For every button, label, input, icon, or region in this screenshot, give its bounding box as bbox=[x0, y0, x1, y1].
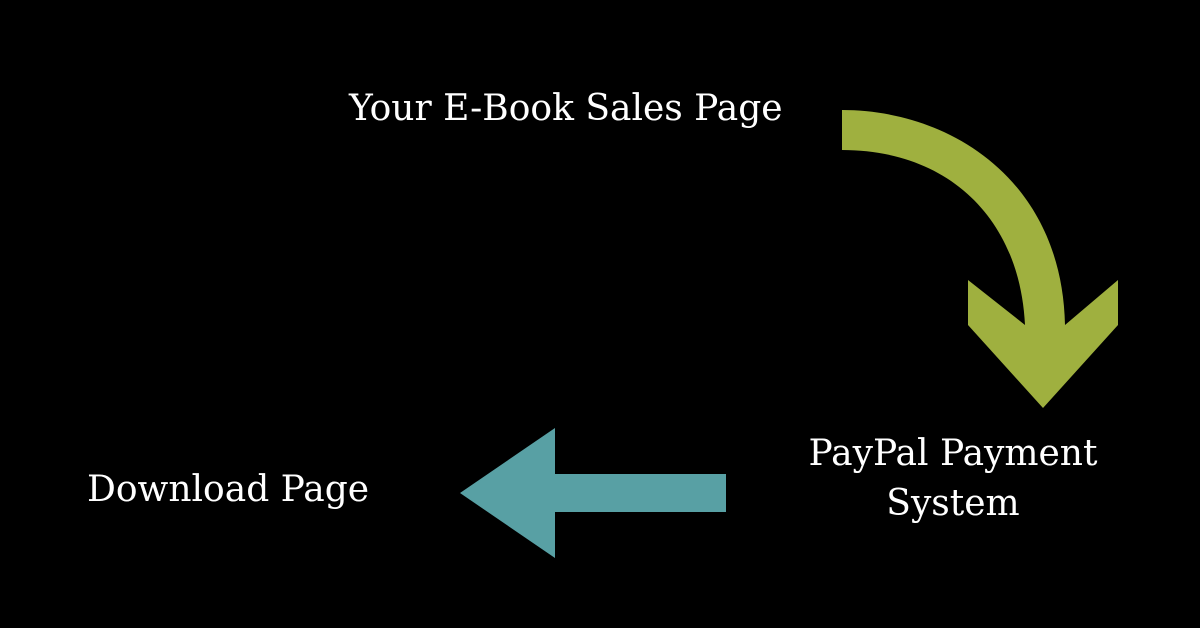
curved-arrow-sales-to-paypal bbox=[842, 110, 1118, 408]
arrow-paypal-to-download bbox=[460, 428, 726, 558]
node-paypal-payment-system: PayPal Payment System bbox=[794, 429, 1112, 529]
node-sales-page: Your E-Book Sales Page bbox=[349, 88, 783, 129]
node-paypal-line-2: System bbox=[886, 483, 1020, 524]
node-download-page: Download Page bbox=[87, 469, 370, 510]
node-paypal-line-1: PayPal Payment bbox=[808, 433, 1098, 474]
